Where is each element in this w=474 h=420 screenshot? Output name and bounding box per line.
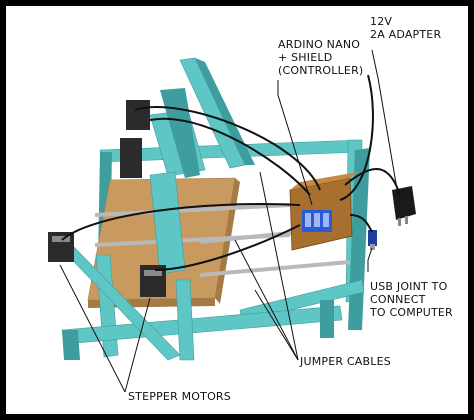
labels: 12V 2A ADAPTER ARDINO NANO + SHIELD (CON…	[128, 15, 453, 403]
frame-middle-leg	[175, 279, 195, 361]
cable-top-motor	[134, 106, 321, 191]
frame-front-left-leg	[62, 330, 80, 360]
cable-usb	[349, 214, 373, 233]
usb-plug-tip	[370, 244, 375, 250]
cable-front-motor	[154, 224, 301, 271]
usb-label-line3: TO COMPUTER	[369, 306, 453, 319]
controller-chip-2	[314, 213, 320, 227]
cable-carriage	[149, 117, 311, 196]
leader-controller	[277, 80, 313, 206]
controller-box	[289, 172, 358, 251]
guide-rods	[94, 203, 351, 277]
front-stepper-motor-cap	[144, 270, 162, 276]
gantry-carriage	[120, 88, 206, 275]
carriage-column	[160, 88, 200, 178]
leader-stepper-2	[124, 297, 151, 393]
gantry-tower-side	[195, 58, 255, 165]
usb-plug-body	[368, 230, 377, 246]
controller-label-line2: + SHIELD	[278, 51, 332, 64]
controller-chip-1	[305, 213, 311, 227]
leader-lines	[59, 49, 399, 393]
leader-adapter	[371, 49, 399, 196]
controller-box-top	[290, 172, 358, 190]
z-axis-motor-body	[120, 138, 142, 178]
jumper-cables-label: JUMPER CABLES	[299, 355, 391, 368]
controller-chip-3	[323, 213, 329, 227]
front-frame	[57, 242, 343, 361]
adapter-label-line1: 12V	[370, 15, 392, 28]
usb-plug	[368, 230, 377, 250]
vertical-slide	[149, 171, 186, 275]
cable-left-motor	[61, 203, 301, 241]
leader-usb	[367, 247, 373, 272]
usb-label-line2: CONNECT	[370, 293, 426, 306]
controller-label-line3: (CONTROLLER)	[278, 64, 363, 77]
cable-to-adapter-label	[339, 74, 374, 201]
inner-panel	[6, 6, 468, 414]
rod-1	[94, 203, 291, 217]
adapter-body	[392, 186, 416, 220]
left-stepper-motor-cap	[52, 236, 70, 242]
leader-jumper-3	[259, 171, 299, 361]
adapter-label-line2: 2A ADAPTER	[370, 28, 441, 41]
rod-3	[199, 260, 351, 277]
usb-label-line1: USB JOINT TO	[370, 280, 448, 293]
cables	[61, 74, 401, 271]
leader-jumper-1	[254, 289, 299, 361]
adapter-prong-2	[405, 216, 408, 224]
top-stepper-motor	[126, 100, 150, 130]
adapter-prong-1	[398, 218, 401, 226]
leader-jumper-2	[234, 239, 299, 361]
stepper-motors-label: STEPPER MOTORS	[128, 390, 231, 403]
frame-right-leg	[320, 300, 334, 338]
controller-label-line1: ARDINO NANO	[278, 38, 360, 51]
leader-stepper-1	[59, 264, 126, 393]
